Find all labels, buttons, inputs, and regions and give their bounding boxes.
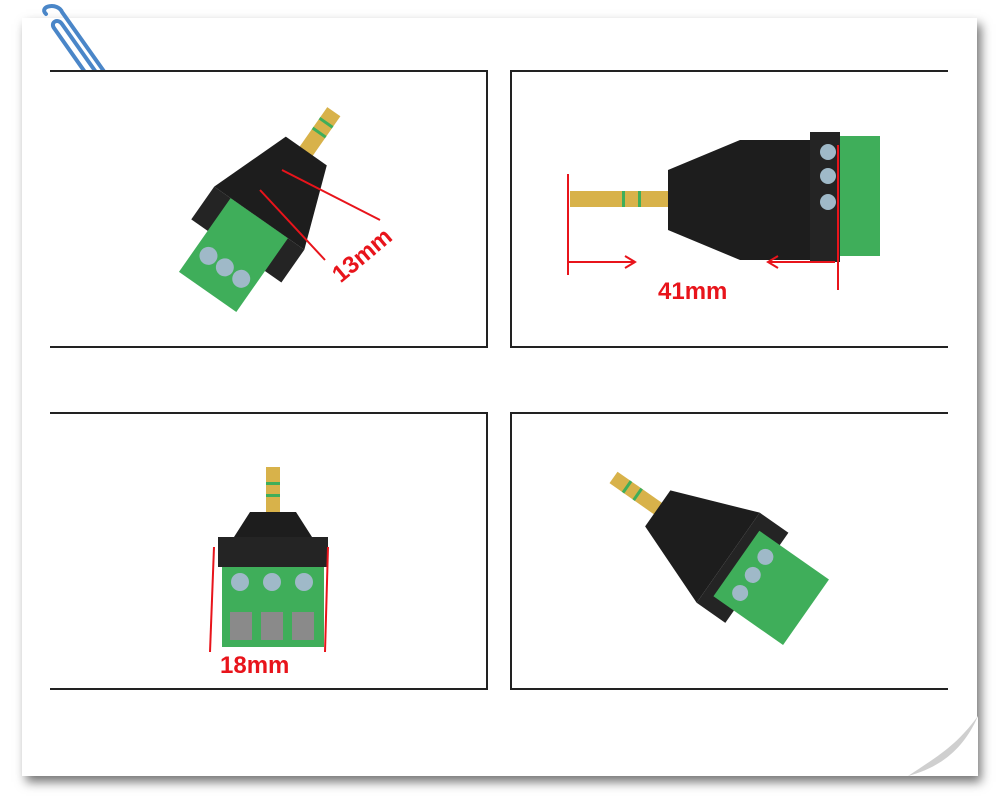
measurement-label-2: 41mm: [658, 278, 728, 305]
photo-panel-1: 13mm: [50, 70, 488, 348]
adapter-photo-2: [567, 132, 880, 290]
page-curl: [908, 716, 978, 776]
photo-panel-3: 18mm: [50, 412, 488, 690]
adapter-photo-3: [209, 467, 329, 653]
measurement-label-3: 18mm: [220, 652, 290, 679]
adapter-photo-4: [609, 471, 829, 645]
photo-panel-4: [510, 412, 948, 690]
adapter-photo-1: [178, 107, 381, 312]
photo-panel-2: 41mm: [510, 70, 948, 348]
